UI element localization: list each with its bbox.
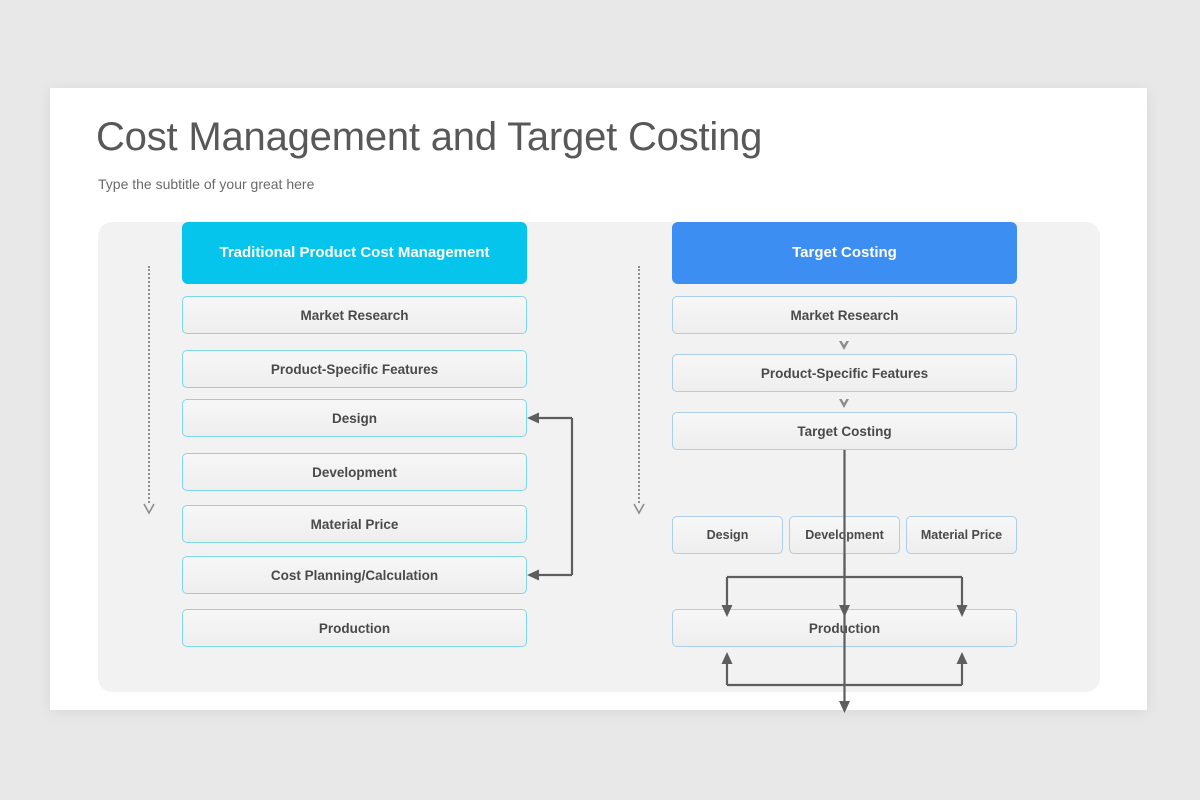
left-step-material-price[interactable]: Material Price (182, 505, 527, 543)
chevron-down-icon (836, 395, 852, 409)
left-step-design[interactable]: Design (182, 399, 527, 437)
arrowhead-up-icon (956, 652, 968, 664)
left-column-header: Traditional Product Cost Management (182, 222, 527, 284)
right-step-product-specific-features[interactable]: Product-Specific Features (672, 354, 1017, 392)
right-parallel-step-design[interactable]: Design (672, 516, 783, 554)
left-step-cost-planning-calculation[interactable]: Cost Planning/Calculation (182, 556, 527, 594)
arrowhead-down-icon (632, 502, 646, 516)
right-step-production[interactable]: Production (672, 609, 1017, 647)
right-parallel-step-material-price[interactable]: Material Price (906, 516, 1017, 554)
left-step-market-research[interactable]: Market Research (182, 296, 527, 334)
right-column: Target Costing Market Research Product-S… (672, 222, 1017, 647)
arrowhead-down-icon (839, 701, 850, 713)
right-column-header: Target Costing (672, 222, 1017, 284)
left-progress-dotted-arrow (142, 266, 156, 516)
left-step-production[interactable]: Production (182, 609, 527, 647)
slide-canvas: Cost Management and Target Costing Type … (50, 88, 1147, 713)
dotted-stem (148, 266, 150, 503)
diagram-panel: Traditional Product Cost Management Mark… (98, 222, 1100, 713)
page-title: Cost Management and Target Costing (96, 115, 763, 159)
dotted-stem (638, 266, 640, 503)
left-step-development[interactable]: Development (182, 453, 527, 491)
arrowhead-down-icon (142, 502, 156, 516)
right-parallel-step-development[interactable]: Development (789, 516, 900, 554)
right-step-market-research[interactable]: Market Research (672, 296, 1017, 334)
left-column: Traditional Product Cost Management Mark… (182, 222, 527, 647)
arrowhead-left-icon (527, 412, 539, 424)
chevron-down-icon (836, 337, 852, 351)
left-step-product-specific-features[interactable]: Product-Specific Features (182, 350, 527, 388)
right-step-target-costing[interactable]: Target Costing (672, 412, 1017, 450)
page-subtitle: Type the subtitle of your great here (98, 176, 315, 192)
right-progress-dotted-arrow (632, 266, 646, 516)
right-parallel-steps: Design Development Material Price (672, 516, 1017, 554)
arrowhead-up-icon (721, 652, 733, 664)
arrowhead-left-icon (527, 569, 539, 581)
